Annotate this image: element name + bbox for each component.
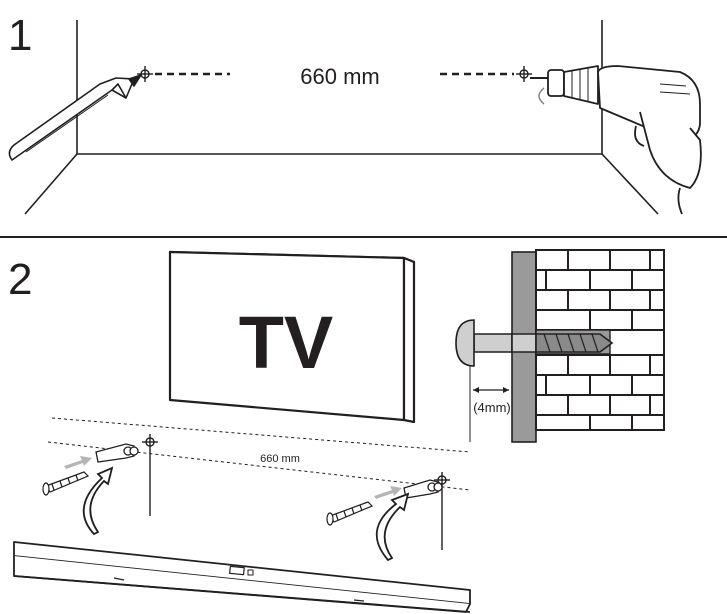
right-insert-arrow-icon bbox=[374, 486, 402, 499]
soundbar-illustration bbox=[13, 541, 471, 613]
left-wall-plug-icon bbox=[95, 443, 139, 463]
left-floor-edge bbox=[24, 153, 78, 215]
tv-label: TV bbox=[239, 301, 334, 384]
wall-section bbox=[455, 249, 665, 443]
step-1-distance-label: 660 mm bbox=[300, 64, 379, 89]
screw-icon bbox=[455, 319, 614, 367]
right-mark-crosshair-icon bbox=[516, 66, 532, 82]
left-insert-arrow-icon bbox=[64, 456, 92, 469]
step-1-number: 1 bbox=[8, 11, 33, 60]
left-mount-crosshair-icon bbox=[142, 434, 158, 516]
soundbar-display-icon bbox=[229, 565, 245, 576]
left-curve-arrow-icon bbox=[82, 466, 114, 536]
right-curve-arrow-icon bbox=[375, 492, 410, 562]
right-screw-icon bbox=[326, 501, 374, 526]
step-2-distance-label: 660 mm bbox=[260, 453, 300, 465]
right-floor-edge bbox=[601, 153, 659, 215]
drill-icon bbox=[530, 65, 702, 215]
brick-pattern bbox=[536, 250, 664, 430]
gap-label: (4mm) bbox=[473, 400, 511, 415]
pencil-icon bbox=[8, 74, 142, 161]
wall-guide-lines bbox=[47, 417, 471, 491]
left-mark-crosshair-icon bbox=[137, 66, 153, 82]
step-1-panel bbox=[24, 20, 659, 215]
left-screw-icon bbox=[42, 471, 90, 496]
tv-illustration bbox=[168, 250, 416, 424]
step-2-number: 2 bbox=[8, 255, 33, 304]
right-wall-plug-icon bbox=[403, 479, 443, 499]
